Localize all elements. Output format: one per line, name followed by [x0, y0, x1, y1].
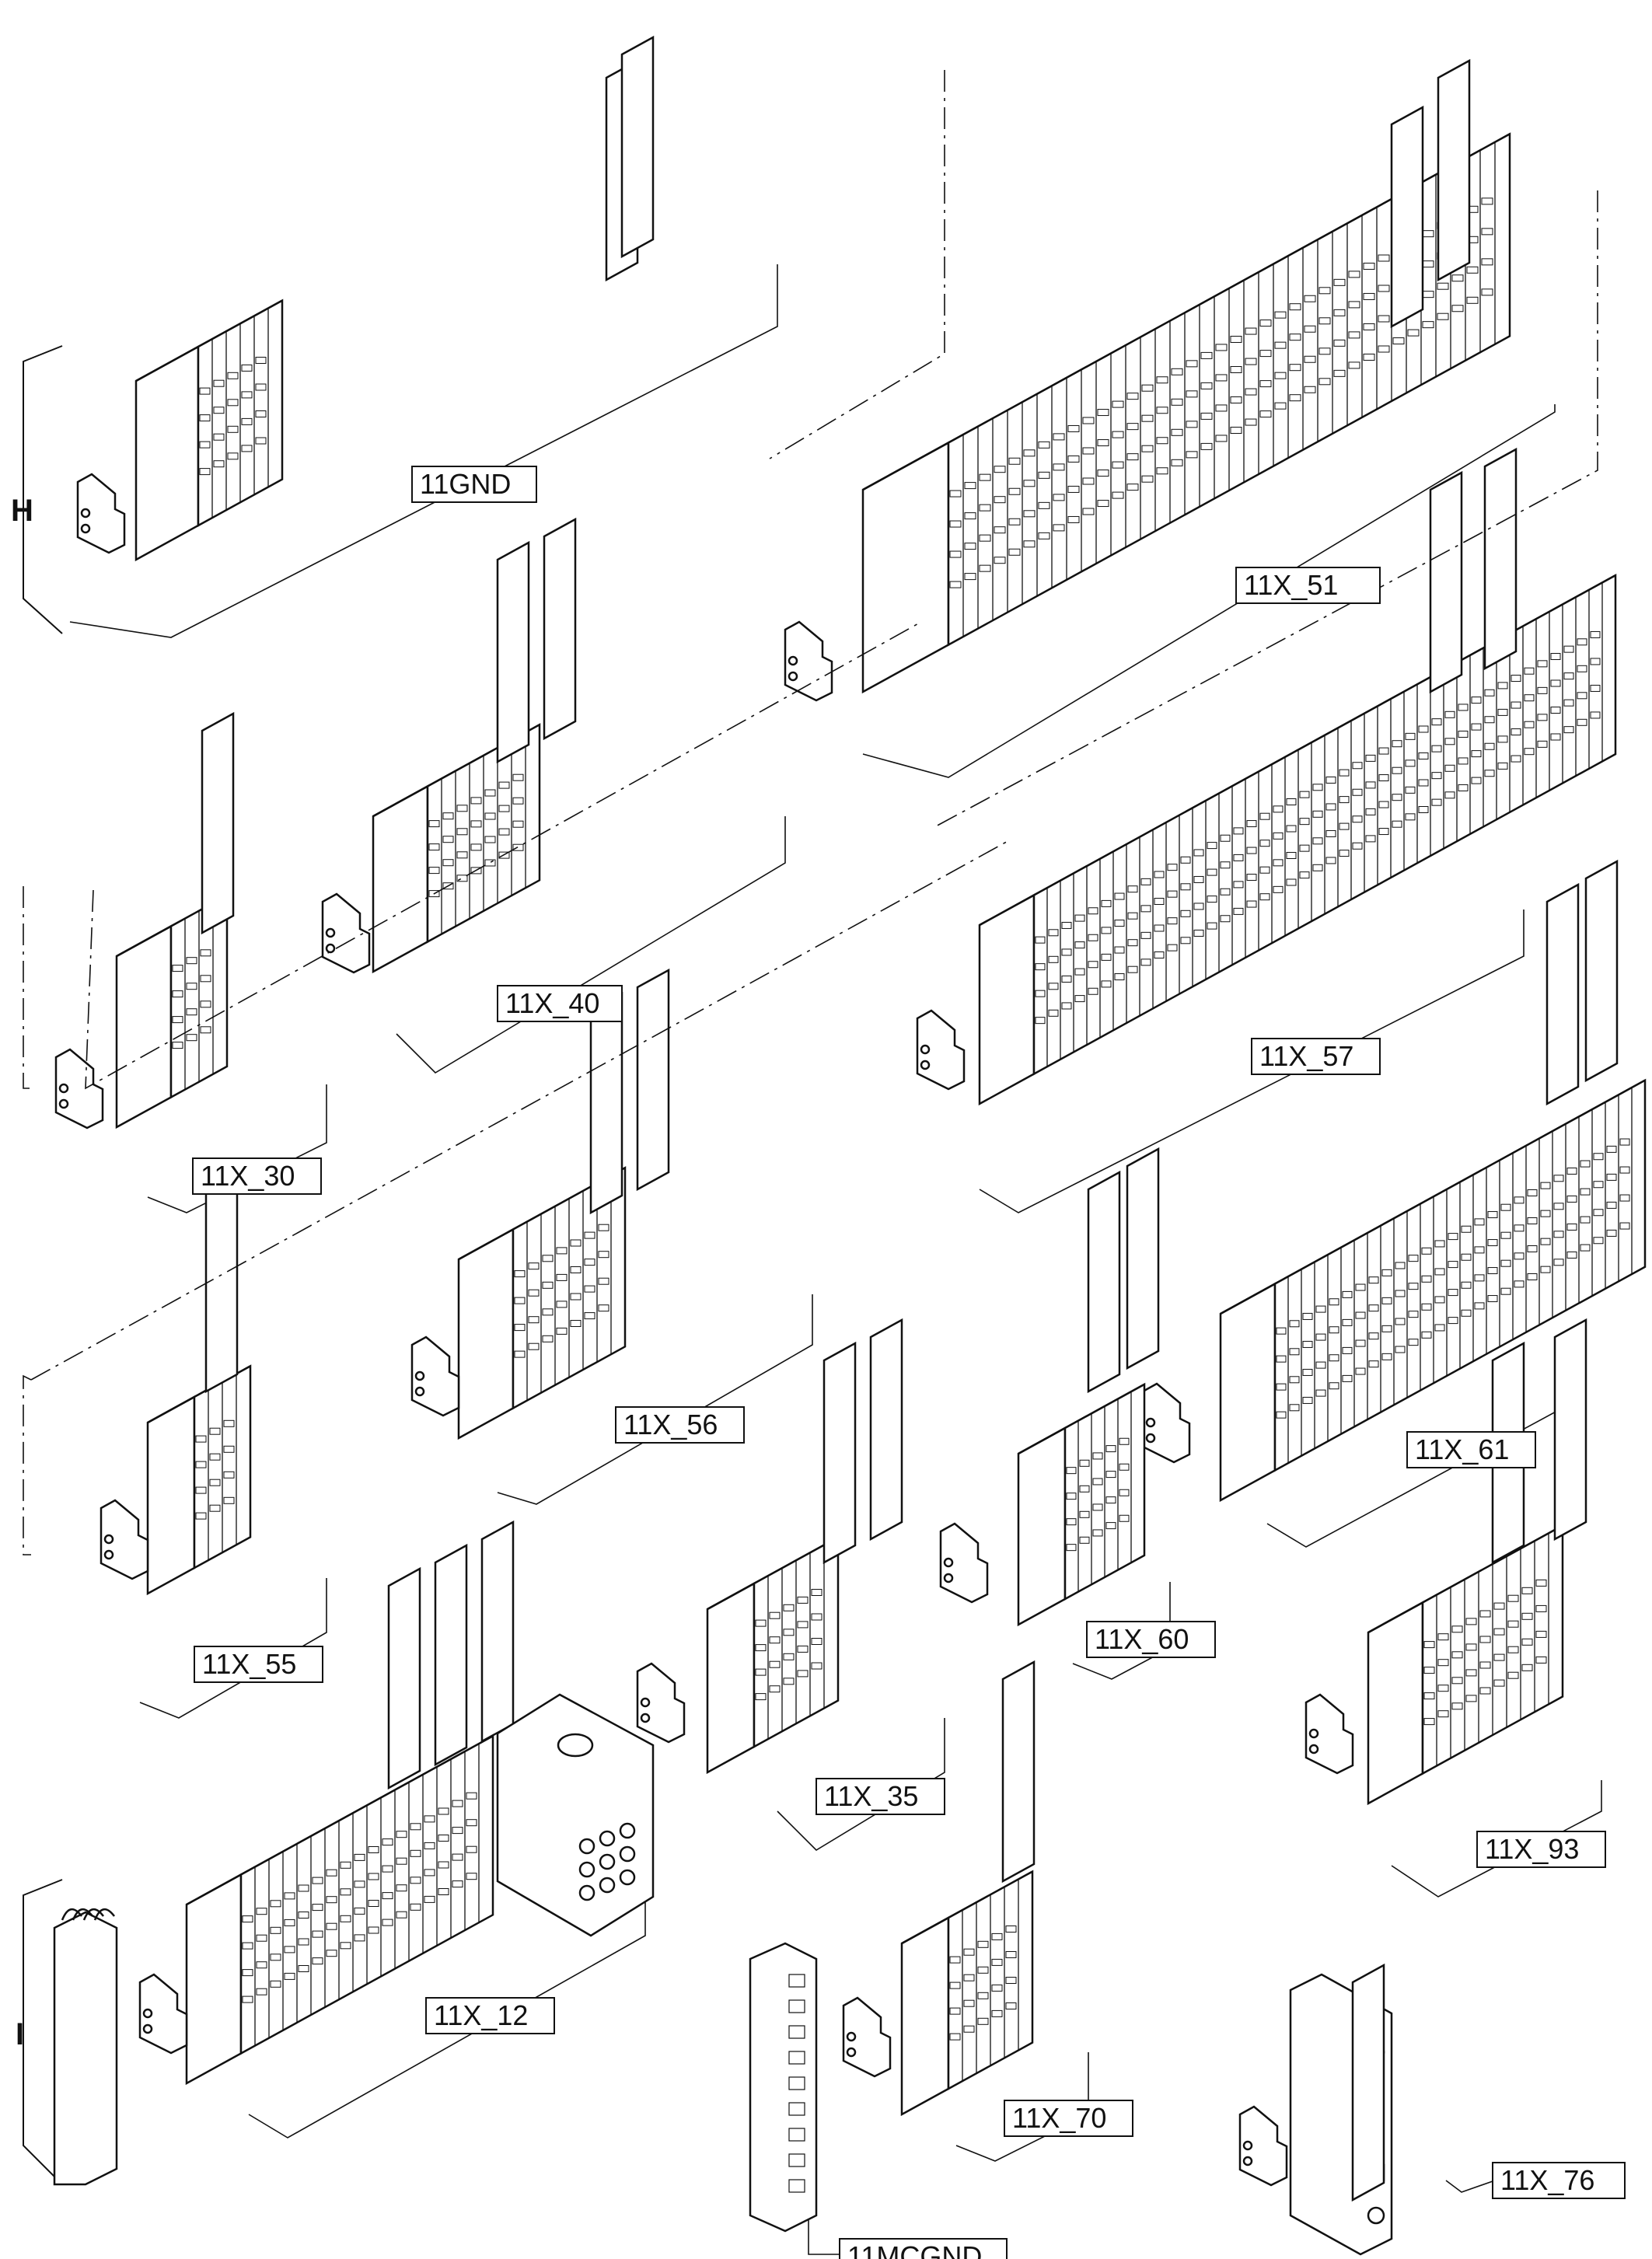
c-11x51-label-text: 11X_51: [1244, 569, 1338, 601]
c-11gnd-label: 11GND: [411, 466, 537, 503]
c-11mcgnd-label-text: 11MCGND: [847, 2240, 982, 2259]
c-11x61-label-text: 11X_61: [1415, 1433, 1509, 1465]
c-11x60-label: 11X_60: [1086, 1621, 1216, 1658]
section-label-i: I: [16, 2017, 24, 2051]
c-11x56-label: 11X_56: [615, 1406, 745, 1444]
c-11x60-assembly: [939, 1147, 1171, 1680]
c-11x35-assembly: [636, 1318, 945, 1852]
c-11x55-label-text: 11X_55: [202, 1648, 296, 1680]
c-11x60-label-text: 11X_60: [1095, 1623, 1189, 1655]
c-11x70-label: 11X_70: [1004, 2100, 1133, 2137]
c-11x76-label-text: 11X_76: [1500, 2164, 1594, 2196]
c-11x30-label-text: 11X_30: [201, 1160, 295, 1192]
c-11x57-assembly: [916, 447, 1617, 1213]
c-11x40-label-text: 11X_40: [505, 987, 599, 1019]
c-11x35-label-text: 11X_35: [824, 1780, 918, 1812]
c-11x76-label: 11X_76: [1492, 2162, 1626, 2199]
section-label-h: H: [11, 494, 33, 528]
x76-end-module: [1289, 1963, 1393, 2256]
c-11x51-assembly: [784, 58, 1556, 778]
c-11x12-label-text: 11X_12: [434, 1999, 528, 2031]
din-rail-section: [53, 1908, 118, 2186]
c-11x35-label: 11X_35: [816, 1778, 945, 1815]
c-11mcgnd-label: 11MCGND: [839, 2238, 1008, 2259]
c-11x40-assembly: [321, 517, 786, 1074]
section-marker-i: I: [16, 1879, 63, 2177]
c-11x61-assembly: [1141, 859, 1647, 1548]
c-11x70-label-text: 11X_70: [1012, 2102, 1106, 2134]
c-11x12-label: 11X_12: [425, 1997, 555, 2034]
c-11x57-label: 11X_57: [1251, 1038, 1381, 1075]
c-11x55-assembly: [100, 1170, 327, 1719]
c-11gnd-label-text: 11GND: [420, 468, 511, 500]
c-11x76-assembly: [1238, 2105, 1493, 2193]
c-11gnd-assembly: [69, 35, 778, 638]
c-11x93-label: 11X_93: [1476, 1831, 1606, 1868]
c-11x30-assembly: [54, 711, 327, 1213]
c-11x57-label-text: 11X_57: [1259, 1040, 1353, 1072]
c-11x55-label: 11X_55: [194, 1646, 323, 1683]
c-11x61-label: 11X_61: [1406, 1431, 1536, 1468]
c-11x93-label-text: 11X_93: [1485, 1833, 1579, 1865]
c-11x30-label: 11X_30: [192, 1157, 322, 1195]
c-11x12-assembly: [138, 1520, 646, 2139]
mcgnd-vertical-bar: [749, 1942, 818, 2233]
section-marker-h: H: [11, 345, 63, 634]
c-11x40-label: 11X_40: [497, 985, 623, 1022]
c-11x56-label-text: 11X_56: [623, 1409, 718, 1440]
c-11mcgnd-assembly: [808, 2215, 840, 2255]
c-11x70-assembly: [842, 1660, 1089, 2162]
c-11x51-label: 11X_51: [1235, 567, 1381, 604]
distribution-block: [496, 1693, 655, 1937]
